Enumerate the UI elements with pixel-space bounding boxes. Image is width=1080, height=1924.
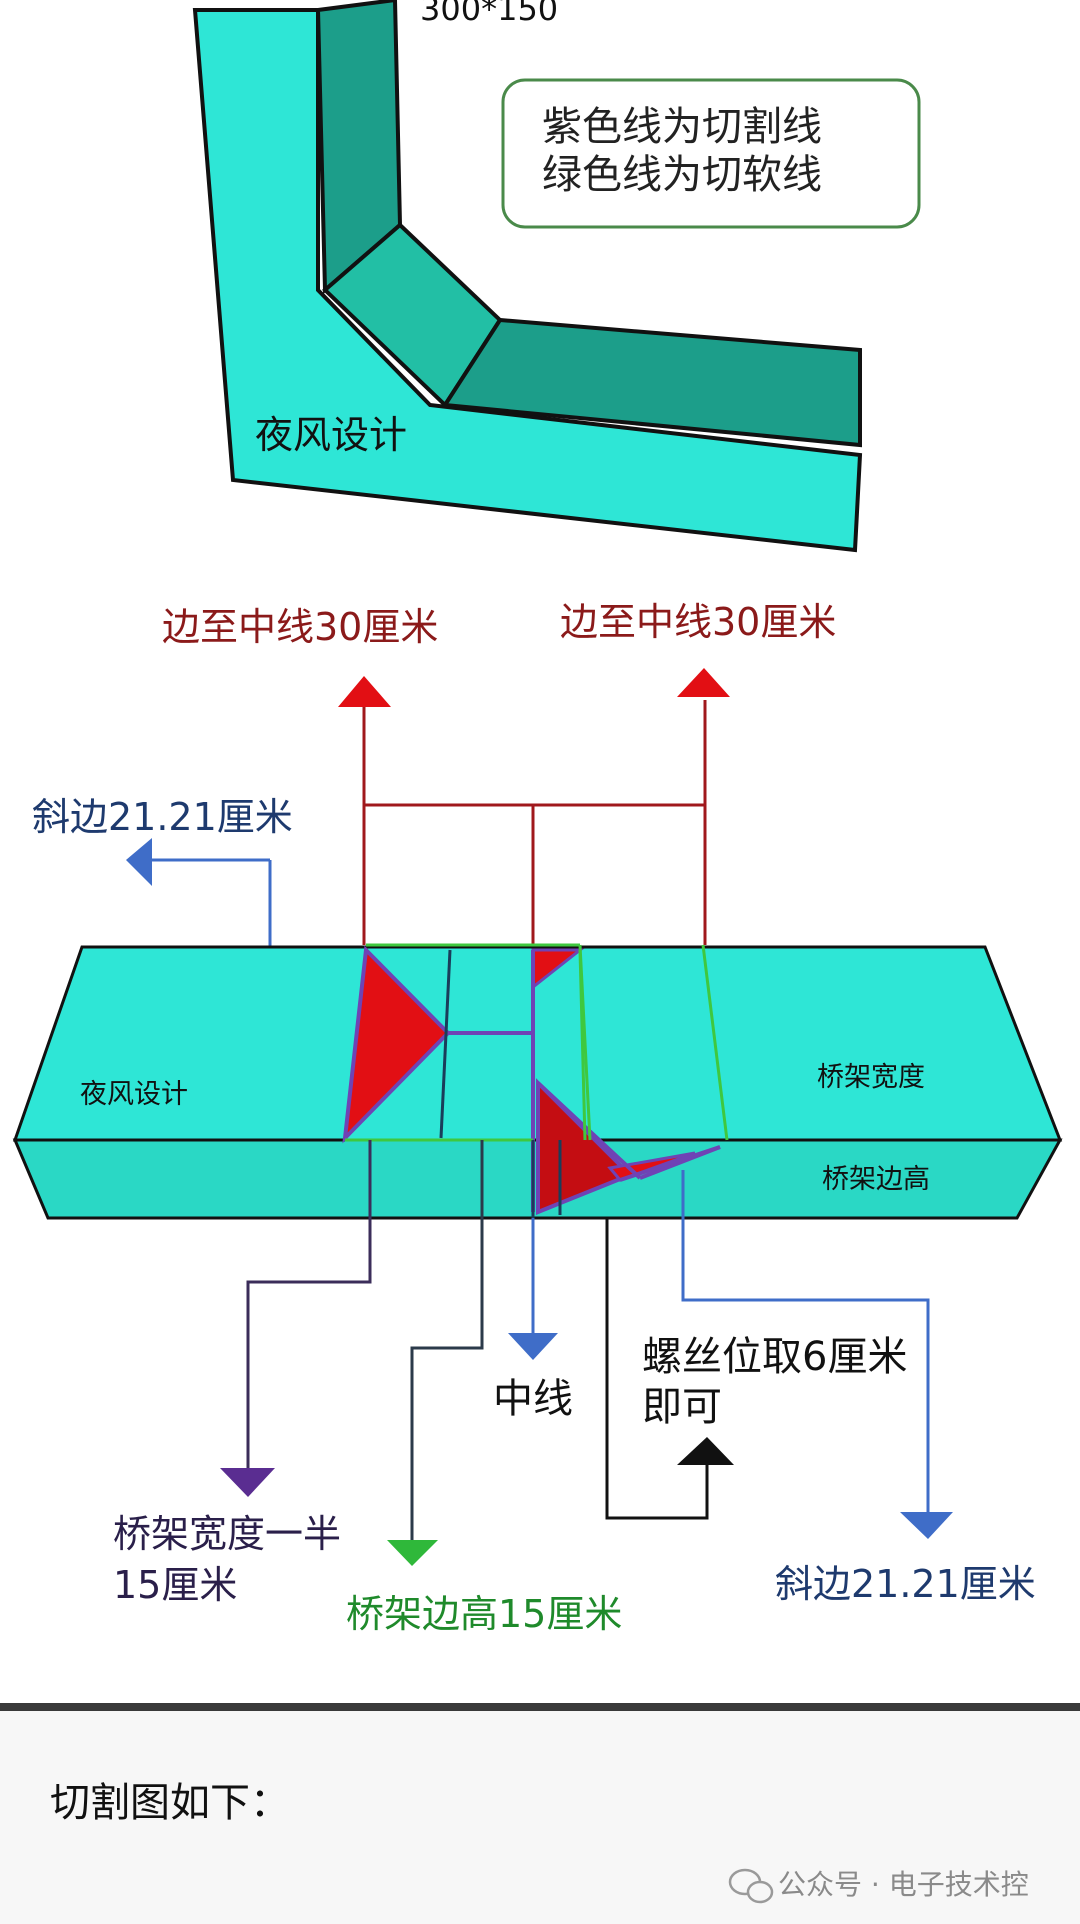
arrow-down-green xyxy=(387,1540,438,1566)
callout-hyp-right: 斜边21.21厘米 xyxy=(775,1562,1036,1606)
callout-screw-line1: 螺丝位取6厘米 xyxy=(642,1334,907,1380)
footer-account: 公众号 · 电子技术控 xyxy=(778,1868,1029,1901)
tray-watermark: 夜风设计 xyxy=(80,1079,188,1110)
l-shaped-tray: 夜风设计 xyxy=(192,0,863,553)
arrow-down-blue-right xyxy=(900,1512,953,1539)
callout-side-height: 桥架边高15厘米 xyxy=(346,1592,622,1636)
callout-top-left: 边至中线30厘米 xyxy=(162,605,438,649)
legend-line-soft: 绿色线为切软线 xyxy=(542,152,822,198)
legend-border xyxy=(501,78,921,229)
tray-height-label: 桥架边高 xyxy=(822,1164,930,1195)
tray-width-label: 桥架宽度 xyxy=(817,1062,925,1093)
arrow-up-black xyxy=(677,1437,734,1465)
arrow-down-blue-center xyxy=(508,1333,558,1360)
leader-side-height xyxy=(410,1140,484,1545)
wechat-icon xyxy=(728,1868,774,1904)
size-label: 300*150 xyxy=(420,0,558,28)
footer-area xyxy=(0,1711,1080,1924)
bottom-leader-lines xyxy=(246,1140,930,1545)
callout-screw-line2: 即可 xyxy=(642,1384,722,1430)
callout-hyp-left: 斜边21.21厘米 xyxy=(32,795,293,839)
callout-half-width-line1: 桥架宽度一半 xyxy=(113,1512,341,1556)
callout-center-line: 中线 xyxy=(493,1376,573,1422)
leader-hyp-right xyxy=(681,1170,930,1512)
arrow-down-purple xyxy=(220,1468,275,1497)
arrow-up-right-red xyxy=(677,668,730,697)
cut-triangle-left xyxy=(342,945,451,1144)
legend-line-cut: 紫色线为切割线 xyxy=(542,104,822,150)
leader-screw xyxy=(562,1216,709,1520)
top-watermark: 夜风设计 xyxy=(255,413,407,457)
arrow-up-left-red xyxy=(338,676,391,707)
leader-half-width xyxy=(246,1140,372,1470)
tray-fold-lines xyxy=(439,949,562,1218)
legend-box: 紫色线为切割线 绿色线为切软线 xyxy=(501,78,921,229)
callout-top-right: 边至中线30厘米 xyxy=(560,600,836,644)
page-divider xyxy=(0,1703,1080,1711)
green-soft-lines xyxy=(345,943,729,1142)
tray-wall-horizontal xyxy=(441,317,862,448)
footer-caption: 切割图如下： xyxy=(50,1780,290,1826)
callout-half-width-line2: 15厘米 xyxy=(113,1563,237,1607)
top-dimension-lines xyxy=(362,700,707,945)
arrow-left-blue xyxy=(126,838,152,886)
